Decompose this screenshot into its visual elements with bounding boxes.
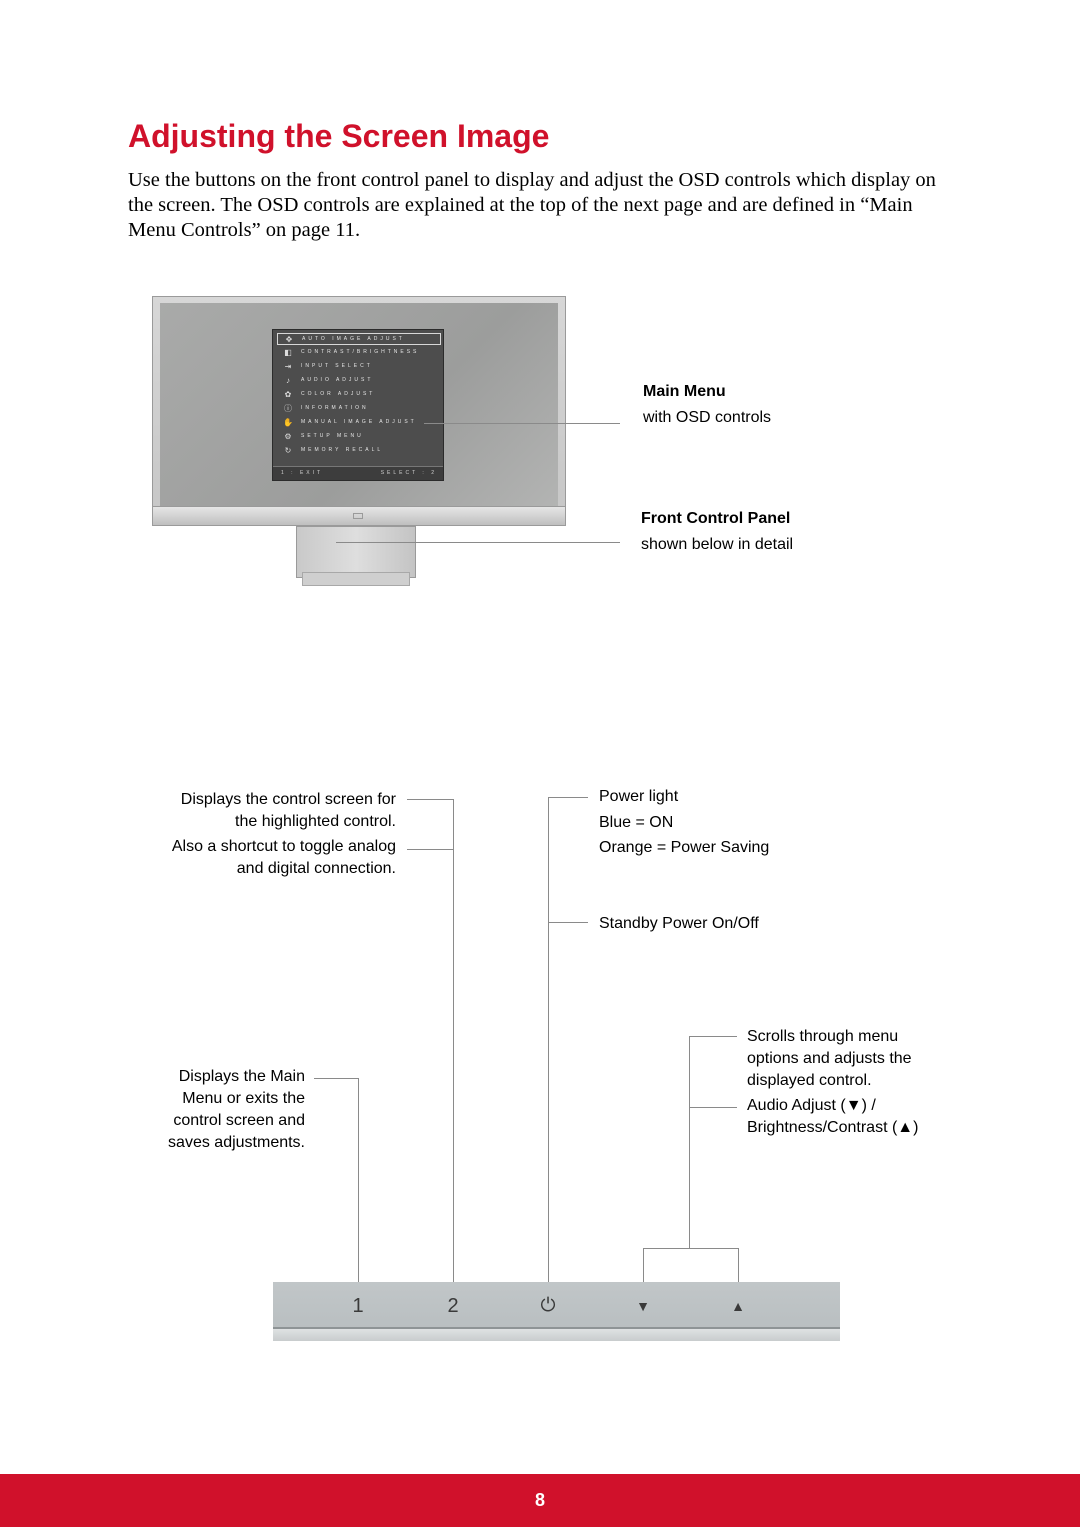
front-panel-title: Front Control Panel <box>641 510 791 527</box>
button2-callout-line2: the highlighted control. <box>235 813 396 830</box>
power-callout-line4: Standby Power On/Off <box>599 915 759 932</box>
recall-icon: ↻ <box>284 446 292 455</box>
panel-groove <box>273 1327 840 1329</box>
osd-item-contrast-brightness: ◧ CONTRAST/BRIGHTNESS <box>277 347 441 359</box>
arrows-leader-bracket <box>643 1248 739 1249</box>
page-number: 8 <box>534 1490 545 1510</box>
osd-item-label: INFORMATION <box>301 405 369 411</box>
button2-callout-line1: Displays the control screen for <box>180 791 396 808</box>
osd-item-audio-adjust: ♪ AUDIO ADJUST <box>277 375 441 387</box>
button1-callout-line2: Menu or exits the <box>182 1090 305 1107</box>
page-title: Adjusting the Screen Image <box>128 118 550 154</box>
osd-main-menu: ✥ AUTO IMAGE ADJUST ◧ CONTRAST/BRIGHTNES… <box>272 329 444 481</box>
info-icon: ⓘ <box>284 404 292 413</box>
panel-lower-edge <box>273 1329 840 1341</box>
osd-item-label: MEMORY RECALL <box>301 447 384 453</box>
main-menu-leader-line <box>424 423 620 424</box>
arrows-callout-line1: Scrolls through menu <box>747 1028 899 1045</box>
intro-paragraph: Use the buttons on the front control pan… <box>128 169 936 241</box>
audio-icon: ♪ <box>286 376 290 385</box>
button2-callout-line4: and digital connection. <box>236 860 396 877</box>
osd-item-label: INPUT SELECT <box>301 363 373 369</box>
power-callout-line1: Power light <box>599 788 679 805</box>
front-control-panel: 1 2 ⏻ ▼ ▲ <box>273 1282 840 1341</box>
button1-callout-line4: saves adjustments. <box>168 1134 305 1151</box>
arrows-callout-line3: displayed control. <box>747 1072 872 1089</box>
osd-item-manual-image-adjust: ✋ MANUAL IMAGE ADJUST <box>277 417 441 429</box>
arrows-leader-h1 <box>689 1036 737 1037</box>
power-leader-h1 <box>548 797 588 798</box>
up-arrow-icon[interactable]: ▲ <box>731 1298 745 1314</box>
front-panel-desc: shown below in detail <box>641 536 794 553</box>
input-icon: ⇥ <box>284 362 292 371</box>
power-callout-line2: Blue = ON <box>599 814 674 831</box>
contrast-icon: ◧ <box>284 348 292 357</box>
front-panel-leader-line <box>336 542 620 543</box>
auto-adjust-icon: ✥ <box>285 335 293 344</box>
button1-leader-h <box>314 1078 359 1079</box>
button1-leader-v <box>358 1078 359 1282</box>
osd-item-label: AUTO IMAGE ADJUST <box>302 336 405 342</box>
power-callout-line3: Orange = Power Saving <box>599 839 770 856</box>
button-2[interactable]: 2 <box>447 1295 459 1317</box>
osd-item-memory-recall: ↻ MEMORY RECALL <box>277 445 441 457</box>
osd-footer-select: SELECT : 2 <box>380 470 437 476</box>
osd-item-color-adjust: ✿ COLOR ADJUST <box>277 389 441 401</box>
osd-item-label: COLOR ADJUST <box>301 391 376 397</box>
osd-item-information: ⓘ INFORMATION <box>277 403 441 415</box>
manual-adjust-icon: ✋ <box>283 418 293 427</box>
page-footer: 8 <box>0 1474 1080 1527</box>
osd-item-label: SETUP MENU <box>301 433 364 439</box>
arrows-callout-line5: Brightness/Contrast (▲) <box>747 1119 919 1136</box>
power-icon[interactable]: ⏻ <box>540 1295 556 1316</box>
power-leader-h2 <box>548 922 588 923</box>
button2-leader-h2 <box>407 849 454 850</box>
monitor-chin <box>152 506 566 526</box>
button-1[interactable]: 1 <box>352 1295 364 1317</box>
monitor-stand <box>296 526 416 578</box>
osd-footer: 1 : EXIT SELECT : 2 <box>273 466 443 480</box>
osd-item-input-select: ⇥ INPUT SELECT <box>277 361 441 373</box>
button2-leader-h1 <box>407 799 454 800</box>
arrows-leader-h2 <box>689 1107 737 1108</box>
button1-callout-line3: control screen and <box>173 1112 305 1129</box>
osd-item-auto-image-adjust: ✥ AUTO IMAGE ADJUST <box>277 333 441 345</box>
color-icon: ✿ <box>284 390 292 399</box>
osd-item-label: CONTRAST/BRIGHTNESS <box>301 349 420 355</box>
osd-footer-exit: 1 : EXIT <box>281 470 324 476</box>
button1-callout-line1: Displays the Main <box>178 1068 305 1085</box>
button2-callout-line3: Also a shortcut to toggle analog <box>171 838 396 855</box>
arrows-callout-line2: options and adjusts the <box>747 1050 912 1067</box>
down-leader-v <box>643 1248 644 1282</box>
button2-leader-v <box>453 799 454 1282</box>
monitor-stand-base <box>302 572 410 586</box>
main-menu-desc: with OSD controls <box>643 409 772 426</box>
arrows-leader-v <box>689 1036 690 1248</box>
down-arrow-icon[interactable]: ▼ <box>636 1298 650 1314</box>
up-leader-v <box>738 1248 739 1282</box>
main-menu-title: Main Menu <box>643 383 726 400</box>
osd-item-label: MANUAL IMAGE ADJUST <box>301 419 417 425</box>
power-leader-v <box>548 797 549 1282</box>
arrows-callout-line4: Audio Adjust (▼) / <box>747 1097 876 1114</box>
osd-item-label: AUDIO ADJUST <box>301 377 374 383</box>
osd-item-setup-menu: ⚙ SETUP MENU <box>277 431 441 443</box>
logo-icon <box>353 513 363 519</box>
setup-icon: ⚙ <box>284 432 292 441</box>
